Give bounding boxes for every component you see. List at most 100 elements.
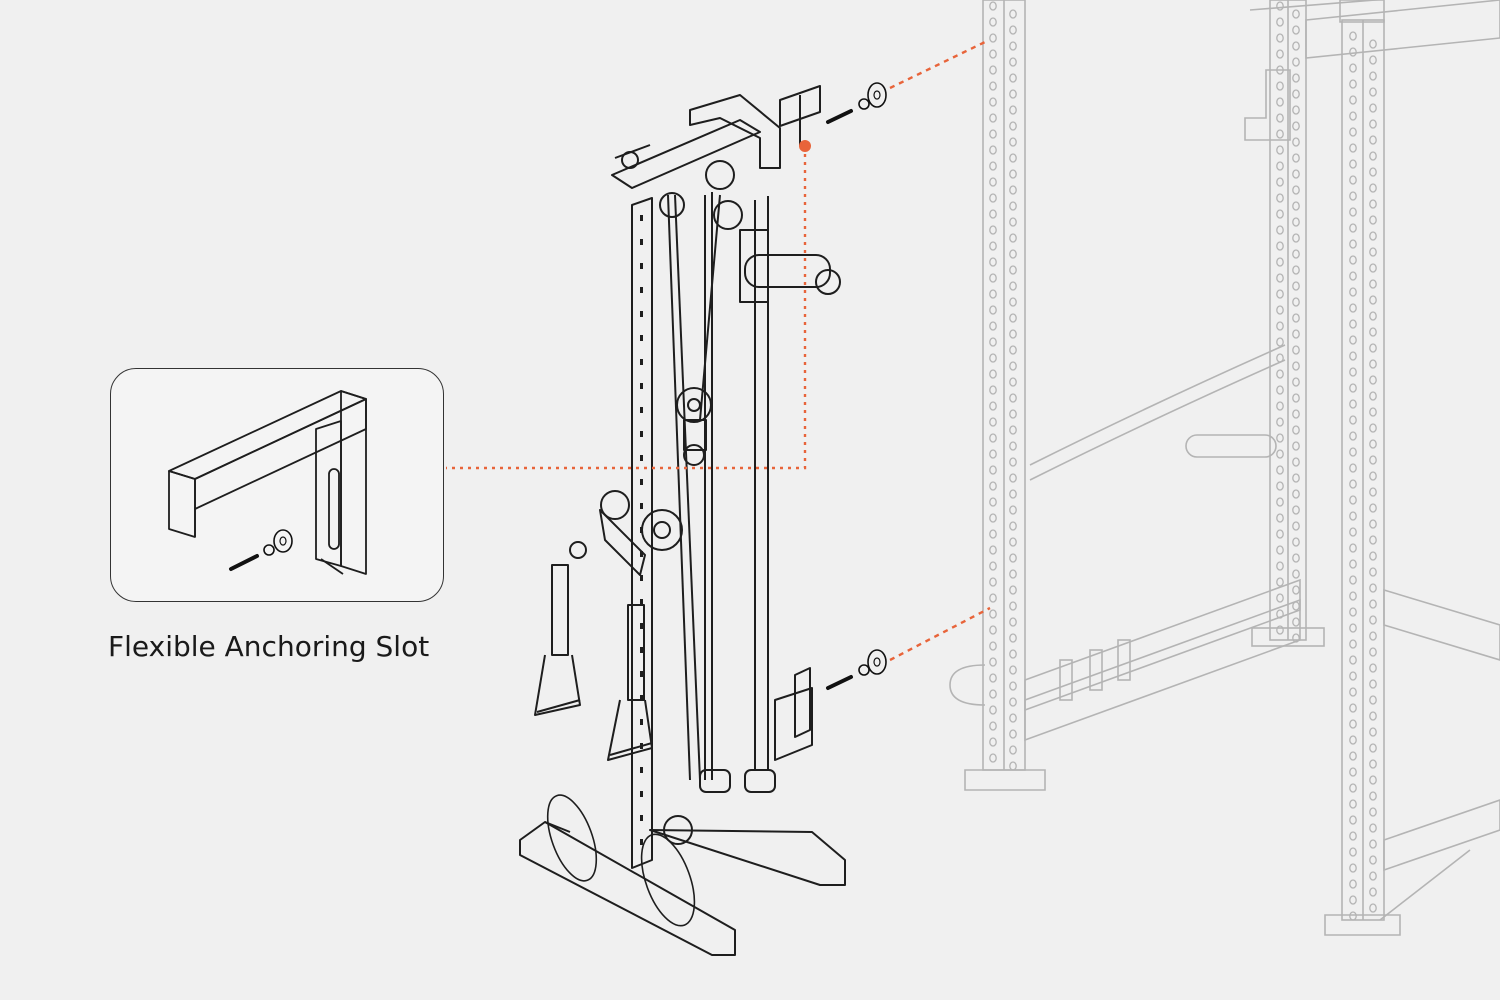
rack-hole bbox=[1009, 329, 1017, 339]
rack-hole bbox=[1369, 535, 1377, 545]
rack-hole bbox=[1292, 297, 1300, 307]
rack-hole bbox=[989, 465, 997, 475]
rack-hole bbox=[1276, 497, 1284, 507]
rack-hole bbox=[1009, 393, 1017, 403]
rack-hole bbox=[1349, 239, 1357, 249]
rack-hole bbox=[1349, 143, 1357, 153]
rack-hole bbox=[989, 449, 997, 459]
rack-hole bbox=[1349, 255, 1357, 265]
rack-hole bbox=[1009, 9, 1017, 19]
tower-hole bbox=[640, 503, 643, 509]
rack-hole bbox=[1349, 79, 1357, 89]
rack-hole bbox=[1009, 553, 1017, 563]
rack-hole bbox=[1292, 457, 1300, 467]
rack-hole bbox=[1369, 263, 1377, 273]
rack-hole bbox=[1369, 679, 1377, 689]
rack-hole bbox=[989, 305, 997, 315]
rack-hole bbox=[1009, 153, 1017, 163]
rack-hole bbox=[1276, 81, 1284, 91]
rack-hole bbox=[1292, 313, 1300, 323]
rack-hole bbox=[1369, 567, 1377, 577]
rack-hole bbox=[989, 577, 997, 587]
rack-hole bbox=[1369, 887, 1377, 897]
rack-hole bbox=[1292, 345, 1300, 355]
rack-hole bbox=[1349, 511, 1357, 521]
rack-hole bbox=[1276, 177, 1284, 187]
rack-hole bbox=[1369, 839, 1377, 849]
guide-line-lower-mount bbox=[889, 606, 991, 662]
rack-hole bbox=[1369, 87, 1377, 97]
rack-hole bbox=[989, 753, 997, 763]
rack-hole bbox=[1369, 551, 1377, 561]
rack-hole bbox=[1276, 17, 1284, 27]
rack-hole bbox=[1009, 121, 1017, 131]
rack-hole bbox=[1349, 399, 1357, 409]
rack-hole bbox=[1276, 465, 1284, 475]
tower-hole bbox=[640, 551, 643, 557]
rack-hole bbox=[1349, 271, 1357, 281]
rack-hole bbox=[1349, 767, 1357, 777]
rack-hole bbox=[1349, 831, 1357, 841]
washer-icon bbox=[273, 529, 293, 553]
tower-hole bbox=[640, 599, 643, 605]
tower-hole bbox=[640, 239, 643, 245]
rack-hole bbox=[989, 353, 997, 363]
rack-hole bbox=[1369, 647, 1377, 657]
rack-hole bbox=[1009, 585, 1017, 595]
rack-hole bbox=[1369, 215, 1377, 225]
rack-hole bbox=[1276, 161, 1284, 171]
tower-hole bbox=[640, 407, 643, 413]
rack-hole bbox=[1276, 433, 1284, 443]
rack-hole bbox=[1349, 623, 1357, 633]
rack-hole bbox=[1009, 521, 1017, 531]
rack-hole bbox=[1276, 49, 1284, 59]
rack-hole bbox=[1009, 217, 1017, 227]
tower-hole bbox=[640, 815, 643, 821]
rack-hole bbox=[1276, 561, 1284, 571]
rack-hole bbox=[1009, 665, 1017, 675]
rack-hole bbox=[1009, 313, 1017, 323]
washer-icon bbox=[867, 649, 887, 675]
rack-hole bbox=[1009, 617, 1017, 627]
rack-hole bbox=[1292, 361, 1300, 371]
rack-hole bbox=[1292, 617, 1300, 627]
anchoring-slot-bracket-icon bbox=[168, 390, 367, 575]
rack-hole bbox=[1369, 327, 1377, 337]
rack-hole bbox=[989, 529, 997, 539]
tower-hole bbox=[640, 671, 643, 677]
rack-hole bbox=[1369, 55, 1377, 65]
tower-hole bbox=[640, 455, 643, 461]
guide-lines bbox=[446, 40, 991, 662]
rack-hole bbox=[1369, 103, 1377, 113]
rack-hole bbox=[1009, 105, 1017, 115]
rack-hole bbox=[989, 689, 997, 699]
rack-hole bbox=[989, 49, 997, 59]
rack-hole bbox=[1009, 73, 1017, 83]
rack-top-crossmember bbox=[1249, 0, 1500, 59]
rack-hole bbox=[989, 433, 997, 443]
washer-icon bbox=[263, 544, 275, 556]
rack-hole bbox=[1349, 287, 1357, 297]
tower-hole bbox=[640, 359, 643, 365]
rack-hole bbox=[1009, 473, 1017, 483]
hardware-upper bbox=[826, 82, 887, 124]
rack-hole bbox=[1292, 41, 1300, 51]
rack-hole bbox=[989, 641, 997, 651]
rack-hole bbox=[1349, 207, 1357, 217]
rack-hole bbox=[1369, 119, 1377, 129]
rack-hole bbox=[1349, 463, 1357, 473]
rack-hole bbox=[1009, 57, 1017, 67]
rack-hole bbox=[1292, 281, 1300, 291]
rack-hole bbox=[989, 497, 997, 507]
rack-hole bbox=[989, 673, 997, 683]
rack-hole bbox=[1349, 95, 1357, 105]
hardware-lower bbox=[826, 649, 887, 690]
washer-icon bbox=[867, 82, 887, 108]
rack-hole bbox=[989, 337, 997, 347]
tower-base bbox=[519, 769, 846, 956]
rack-hole bbox=[1276, 449, 1284, 459]
rack-hole bbox=[1369, 391, 1377, 401]
rack-hole bbox=[1349, 479, 1357, 489]
bolt-icon bbox=[826, 109, 853, 124]
tower-hole bbox=[640, 575, 643, 581]
